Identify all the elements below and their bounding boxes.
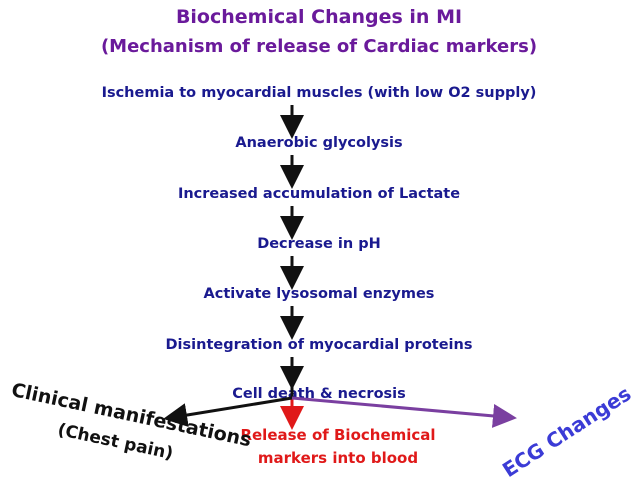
arrow-right	[291, 396, 517, 428]
step-anaerobic-glycolysis: Anaerobic glycolysis	[235, 135, 403, 151]
step-decrease-ph: Decrease in pH	[257, 236, 381, 252]
step-lysosomal-enzymes: Activate lysosomal enzymes	[203, 286, 435, 302]
slide-title: Biochemical Changes in MI	[175, 6, 463, 28]
step-ischemia: Ischemia to myocardial muscles (with low…	[101, 85, 537, 101]
step-cell-death: Cell death & necrosis	[232, 386, 406, 402]
arrow-left	[163, 396, 293, 427]
outcome-biomarker-line2: markers into blood	[257, 449, 419, 467]
outcome-biomarker-line1: Release of Biochemical	[240, 426, 436, 444]
slide-subtitle: (Mechanism of release of Cardiac markers…	[100, 36, 538, 57]
step-lactate-accumulation: Increased accumulation of Lactate	[177, 186, 461, 202]
outcome-biomarker-release: Release of Biochemical markers into bloo…	[218, 424, 458, 470]
step-protein-disintegration: Disintegration of myocardial proteins	[165, 337, 473, 353]
